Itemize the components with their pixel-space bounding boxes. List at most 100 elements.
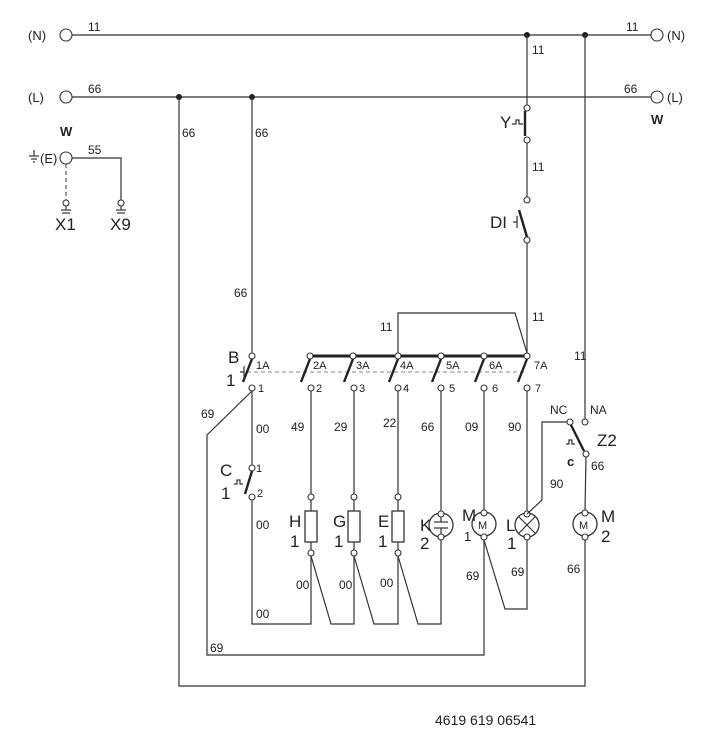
wire-00 — [310, 555, 355, 625]
wire-00 — [397, 540, 442, 625]
motor-symbol: M — [478, 520, 487, 532]
terminal — [248, 493, 256, 501]
wire-label: 29 — [334, 420, 348, 434]
wire-label: 55 — [88, 143, 102, 157]
terminal-l-left — [59, 90, 73, 104]
door-switch-di — [517, 209, 529, 238]
wire-label: 49 — [291, 420, 305, 434]
label-c: C — [220, 461, 232, 480]
earth-icon — [29, 150, 39, 163]
label-x1: X1 — [55, 215, 76, 234]
terminal-label: 1 — [258, 383, 264, 395]
wire-69 — [483, 539, 528, 610]
wire-label: 66 — [421, 420, 435, 434]
label-nc: NC — [550, 403, 568, 417]
wire-label: 90 — [550, 477, 564, 491]
wire-55 — [72, 157, 122, 200]
wire-label: 69 — [201, 407, 215, 421]
wire-label: 00 — [296, 578, 310, 592]
wire-label: 22 — [383, 416, 397, 430]
label-n-right: (N) — [667, 28, 685, 43]
wire-label: 11 — [532, 310, 545, 324]
label-z2: Z2 — [597, 431, 617, 450]
wire-label: 66 — [591, 459, 605, 473]
drawing-code: 4619 619 06541 — [435, 712, 537, 728]
wire-label: 11 — [532, 43, 545, 57]
wire-label: 66 — [255, 126, 269, 140]
wire-label: 69 — [511, 565, 525, 579]
label-l-right: (L) — [667, 90, 683, 105]
terminal-label: 7A — [534, 360, 548, 372]
label-l-left: (L) — [28, 90, 44, 105]
wire-69 — [206, 390, 485, 656]
wire-label: 69 — [210, 641, 224, 655]
label-k-num: 2 — [420, 534, 429, 553]
label-g: G — [333, 512, 346, 531]
label-earth: (E) — [40, 151, 57, 166]
switch-z2 — [569, 424, 586, 452]
wire-00 — [353, 555, 399, 625]
motor-symbol: M — [579, 520, 588, 532]
label-di: DI — [490, 213, 507, 232]
terminal-nc — [566, 418, 574, 426]
terminal-n-left — [59, 28, 73, 42]
wire-label: 00 — [339, 578, 353, 592]
terminal-label: 4 — [403, 383, 409, 395]
terminal — [523, 236, 531, 244]
label-y: Y — [500, 113, 511, 132]
label-m1: M — [462, 506, 476, 525]
terminal — [523, 136, 531, 144]
wire-label: 09 — [465, 420, 479, 434]
wire-label: 00 — [256, 518, 270, 532]
motor-m1: M — [471, 509, 497, 541]
terminal-l-right — [650, 90, 664, 104]
label-l: L — [506, 516, 515, 535]
wire-label: 90 — [508, 420, 522, 434]
label-e: E — [378, 512, 389, 531]
push-icon — [513, 216, 518, 228]
wire-label: 11 — [380, 320, 393, 334]
heater-e — [391, 493, 405, 557]
label-h-num: 1 — [290, 532, 299, 551]
label-m1-num: 1 — [464, 529, 471, 544]
terminal-label: 6A — [489, 360, 503, 372]
label-l-num: 1 — [507, 534, 516, 553]
heater-h — [304, 493, 318, 557]
label-x9: X9 — [110, 215, 131, 234]
wire-label: 00 — [256, 607, 270, 621]
terminal-label: 5A — [446, 360, 460, 372]
lamp-l — [514, 510, 540, 541]
indicator-k — [428, 510, 454, 541]
terminal-label: 1A — [256, 360, 270, 372]
label-m2: M — [601, 507, 615, 526]
label-g-num: 1 — [334, 532, 343, 551]
wire-label: 00 — [380, 576, 394, 590]
terminal-label: 1 — [256, 463, 262, 475]
terminal-n-right — [650, 28, 664, 42]
label-na: NA — [590, 403, 607, 417]
terminal-label: 5 — [449, 383, 455, 395]
terminal-label: 3 — [359, 383, 365, 395]
thermal-icon — [234, 479, 243, 485]
label-k: K — [420, 516, 432, 535]
heater-g — [347, 493, 361, 557]
label-c-num: 1 — [221, 484, 230, 503]
wire-labels: 11 11 66 66 55 66 66 11 11 66 11 11 11 6… — [88, 20, 639, 655]
wire-label: 66 — [88, 82, 102, 96]
wire-label: 66 — [624, 82, 638, 96]
label-b: B — [228, 348, 239, 367]
terminal-label: 2 — [316, 383, 322, 395]
label-e-num: 1 — [378, 532, 387, 551]
label-h: H — [289, 512, 301, 531]
label-m2-num: 2 — [601, 527, 610, 546]
terminal — [523, 196, 531, 204]
terminal — [248, 464, 256, 472]
wire-label: 00 — [256, 422, 270, 436]
terminal-label: 2A — [313, 360, 327, 372]
terminal-label: 4A — [400, 360, 414, 372]
push-icon — [240, 366, 245, 378]
wire-label: 11 — [532, 160, 545, 174]
wire-label: 66 — [567, 562, 581, 576]
thermal-icon — [566, 439, 575, 445]
